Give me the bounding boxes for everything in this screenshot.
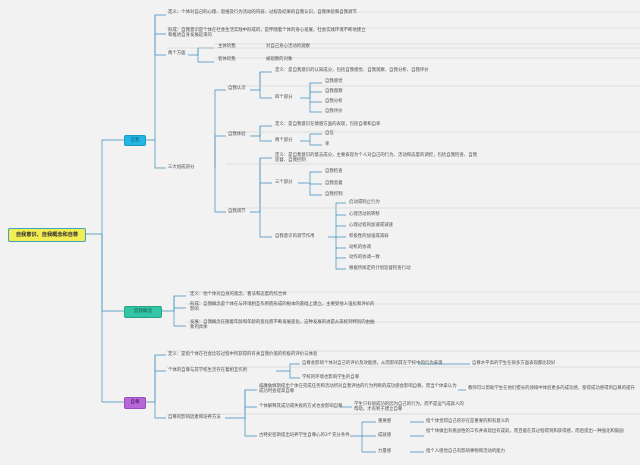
cognition-definition: 定义：是自我意识的认知成分，包括自我感觉、自我观察、自我分析、自我评价 <box>275 68 429 73</box>
cognition-part: 自我感觉 <box>325 79 343 84</box>
cultivation-label: 自尊的影响因素和培养方法 <box>168 415 221 420</box>
regulation-function-label: 自我意识的调节作用 <box>275 234 315 239</box>
self-awareness-formation: 形成：自我意识是个体在社会生活实践中形成的，是伴随着个体的身心发展，社会实践环境… <box>168 28 366 39</box>
root-node[interactable]: 自我意识、自我概念和自尊 <box>8 228 86 242</box>
regulation-definition: 定义：是自我意识的意志成分，主要表现为个人对自己的行为、活动和态度的调控，包括自… <box>275 153 477 164</box>
cognition-part: 自我分析 <box>325 99 343 104</box>
regulation-parts-label: 三个部分 <box>275 180 293 185</box>
regulation-function: 动机的协调 <box>349 245 371 250</box>
regulation-part: 自我控制 <box>325 192 343 197</box>
subject-self-desc: 对自己身心活动的观察 <box>266 44 310 49</box>
regulation-function: 积极性的加强或减弱 <box>349 234 389 239</box>
cultivation-item: 个体解释其成功或失败的方式也会影响自尊 <box>259 404 343 409</box>
factor-item: 自尊会影响个体对自己的评价及效能感，从而影响其在学校中的行为表现 <box>302 361 443 366</box>
cultivation-note: 学生只有很成功的因为自己的行为，而不是运气成就人的帮助，才有利于建立自尊 <box>354 402 464 413</box>
regulation-function: 心理过程的加速或减速 <box>349 223 393 228</box>
experience-part: 卑 <box>325 142 330 147</box>
experience-part: 自信 <box>325 131 334 136</box>
regulation-part: 自我检查 <box>325 169 343 174</box>
condition-desc: 指个人感觉自己有影响事物和活动的能力 <box>426 449 506 454</box>
cultivation-note: 教师可以帮助学生在他们擅长的领域中体验更多的成功感，使得成功感得到自尊的提升 <box>468 386 635 391</box>
subject-self-label: 主体的我 <box>218 44 236 49</box>
condition-label: 力量感 <box>378 449 392 454</box>
condition-label: 重要感 <box>378 419 392 424</box>
experience-definition: 定义：是自我意识在情感方面的表现，包括自尊和自卑 <box>275 122 381 127</box>
factor-item: 学校的环境也影响学生的自尊 <box>302 375 360 380</box>
self-awareness-definition: 定义：个体对自己的心理、思维及行为活动的内容、过程及结果的自我认识，自我体验和自… <box>168 10 357 15</box>
regulation-function: 心理活动的转移 <box>349 212 380 217</box>
three-components-label: 三大组成部分 <box>168 165 195 170</box>
cognition-part: 自我观察 <box>325 89 343 94</box>
condition-desc: 指个体觉得自己的存在是重要的和有意义的 <box>426 419 510 424</box>
condition-desc: 指个体做出有挑战性的工作并表现出有成就，而且能在其过程得到和获得感，而后提出一种… <box>426 429 624 434</box>
object-self-desc: 被观察的对象 <box>266 57 293 62</box>
two-aspects-label: 两个方面 <box>168 51 186 56</box>
regulation-label: 自我调节 <box>228 209 246 214</box>
self-esteem-definition: 定义：是指个体在社会比较过程中所获得的有关自我价值的积极的评价与体验 <box>168 352 318 357</box>
cognition-part: 自我评价 <box>325 109 343 114</box>
cognition-parts-label: 四个部分 <box>275 95 293 100</box>
cultivation-item: 威廉詹姆斯提出个体在完成任务和活动所对自我评估的行为判断的成功感会影响自尊，而当… <box>259 384 457 395</box>
regulation-part: 自我监督 <box>325 181 343 186</box>
self-concept-formation: 形成：自我概念是个体在与环境相互作用而形成的根本的基础上建立，主要受他人强化和评… <box>190 302 375 313</box>
factors-label: 个体的自尊与其学校生活存在着相互作用 <box>168 368 248 373</box>
self-concept-definition: 定义：他个体对自身的观念、看法和态度的综合体 <box>190 292 287 297</box>
cognition-label: 自我认识 <box>228 86 246 91</box>
self-awareness-node[interactable]: 自我 <box>124 135 146 146</box>
object-self-label: 客体的我 <box>218 57 236 62</box>
regulation-function: 启动或制止行为 <box>349 200 380 205</box>
factor-note: 自尊水平高的学生在很多方面表现都比较好 <box>472 361 556 366</box>
experience-parts-label: 两个部分 <box>275 138 293 143</box>
experience-label: 自我体验 <box>228 132 246 137</box>
self-concept-development: 发展：自我概念在随着年龄和年龄的变化而不断发展变化，这种发展的进是从笼统到特别的… <box>190 320 375 331</box>
self-concept-node[interactable]: 自我概念 <box>124 306 162 318</box>
condition-label: 成就感 <box>378 433 392 438</box>
regulation-function: 动作的协调一致 <box>349 255 380 260</box>
regulation-function: 根据所拟定的计划监督检查行动 <box>349 266 411 271</box>
self-esteem-node[interactable]: 自尊 <box>124 397 146 409</box>
cultivation-item: 古特史密斯提出培养学生自尊心的3个充分条件 <box>259 433 350 438</box>
